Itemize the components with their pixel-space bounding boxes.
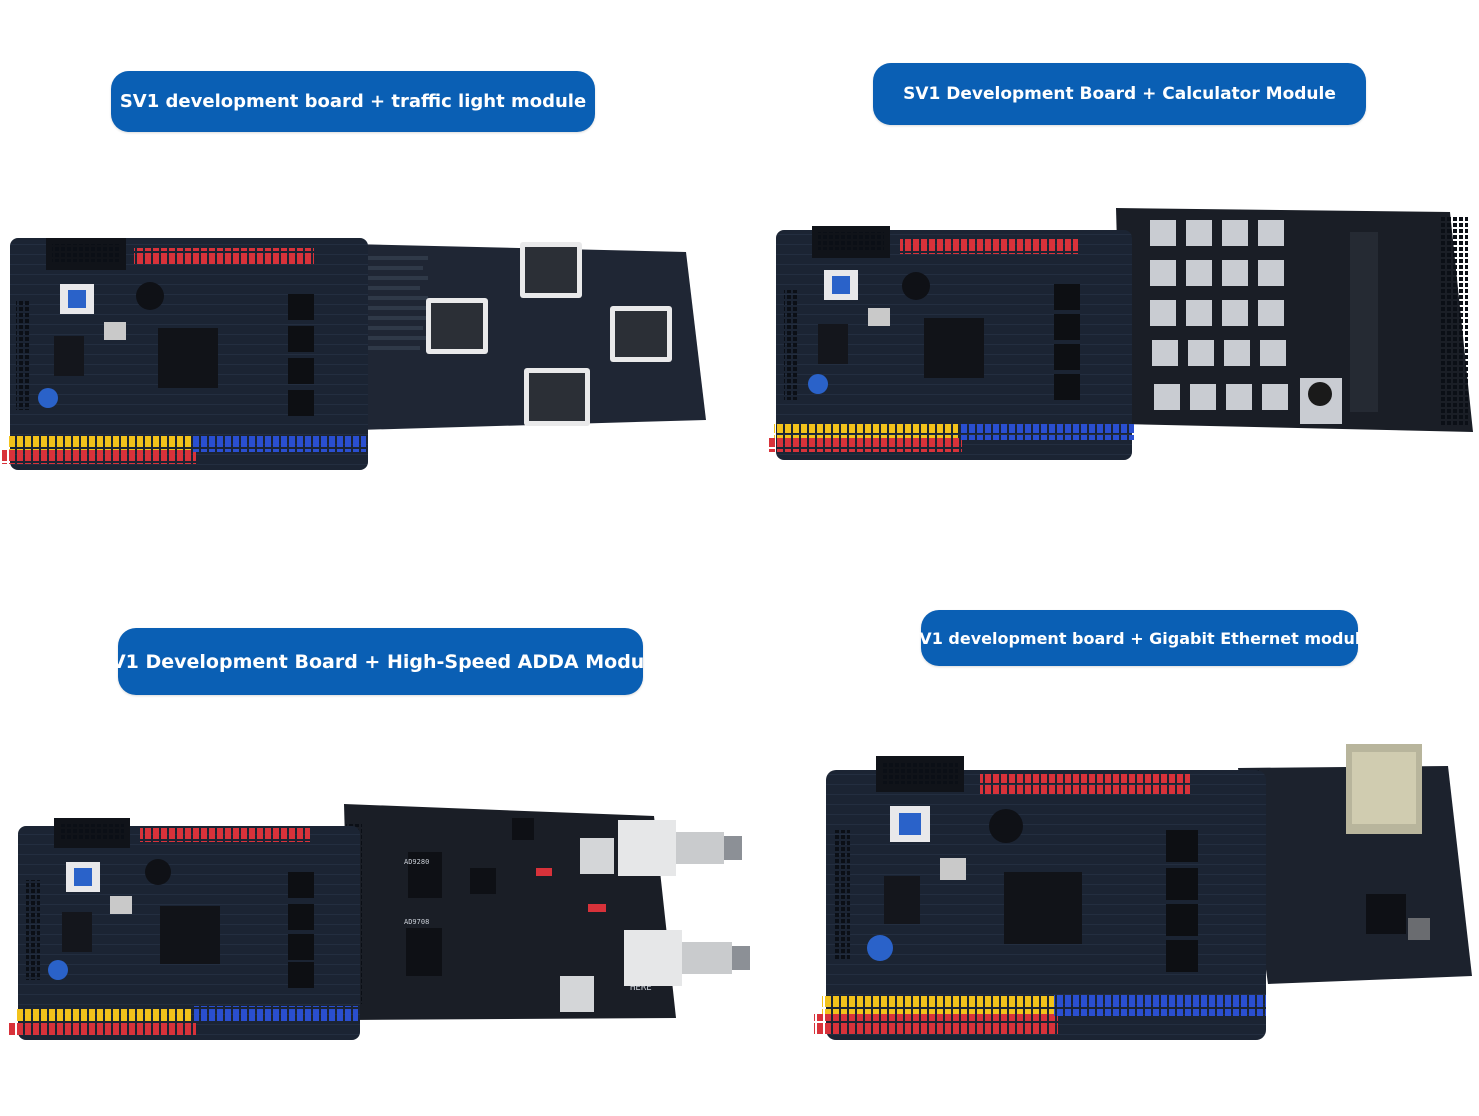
- seven-segment-displays: [426, 242, 672, 426]
- panel-label-ethernet: SV1 development board + Gigabit Ethernet…: [908, 610, 1371, 666]
- adda-chip-label-2: AD9708: [404, 918, 429, 926]
- adda-connector-label: HERE: [630, 983, 652, 993]
- photo-calculator-board: [768, 208, 1473, 460]
- panel-label-adda: SV1 Development Board + High-Speed ADDA …: [97, 628, 664, 695]
- adda-chip-label-1: AD9280: [404, 858, 429, 866]
- photo-ethernet-board: [814, 744, 1472, 1040]
- panel-label-calculator: SV1 Development Board + Calculator Modul…: [873, 63, 1366, 125]
- panel-label-traffic-light: SV1 development board + traffic light mo…: [111, 71, 595, 132]
- photo-traffic-light-board: [2, 238, 706, 470]
- photo-adda-board: AD9280 AD9708 HERE: [8, 804, 750, 1040]
